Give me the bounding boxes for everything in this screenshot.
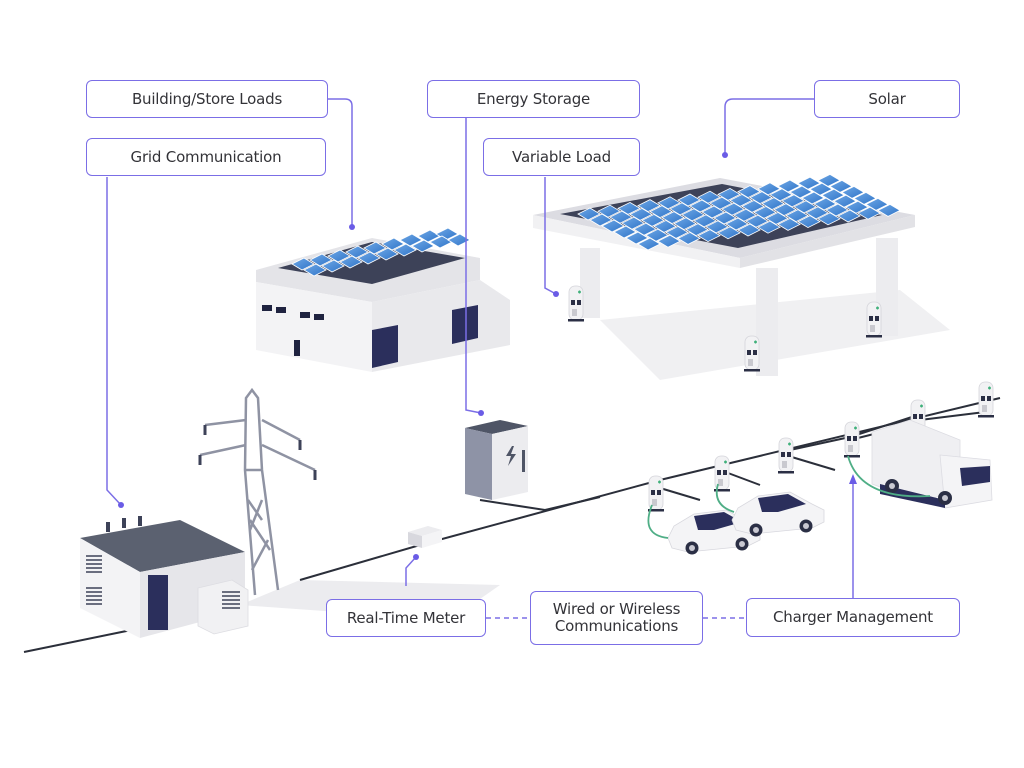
callout-label: Real-Time Meter: [346, 608, 466, 627]
callout-label: Energy Storage: [476, 89, 591, 108]
callout-label: Solar: [868, 89, 906, 108]
store-building-illustration: [256, 227, 510, 372]
callout-label: Variable Load: [512, 147, 611, 166]
callout-label: Charger Management: [773, 608, 933, 626]
callout-label: Grid Communication: [130, 147, 282, 166]
callout-building-loads: Building/Store Loads: [86, 80, 328, 118]
callout-energy-storage: Energy Storage: [427, 80, 640, 118]
callout-grid-communication: Grid Communication: [86, 138, 326, 176]
callout-charger-management: Charger Management: [746, 598, 960, 637]
transmission-pylon-illustration: [198, 387, 317, 596]
electric-cars: [647, 483, 825, 555]
callout-communications: Wired or Wireless Communications: [530, 591, 703, 645]
callout-label-line2: Communications: [554, 617, 679, 635]
battery-storage-illustration: [465, 420, 528, 500]
power-lines: [23, 397, 1001, 653]
callout-label: Building/Store Loads: [131, 89, 283, 108]
callout-label-line1: Wired or Wireless: [552, 600, 681, 618]
connector-dots: [118, 152, 728, 560]
solar-canopy-illustration: [533, 173, 915, 376]
callout-real-time-meter: Real-Time Meter: [326, 599, 486, 637]
callout-variable-load: Variable Load: [483, 138, 640, 176]
callout-solar: Solar: [814, 80, 960, 118]
electric-truck-illustration: [847, 419, 993, 509]
substation-illustration: [80, 516, 249, 638]
meter-box-illustration: [408, 526, 442, 548]
callout-connectors: [106, 98, 854, 619]
charger-management-arrow-icon: [849, 474, 857, 484]
